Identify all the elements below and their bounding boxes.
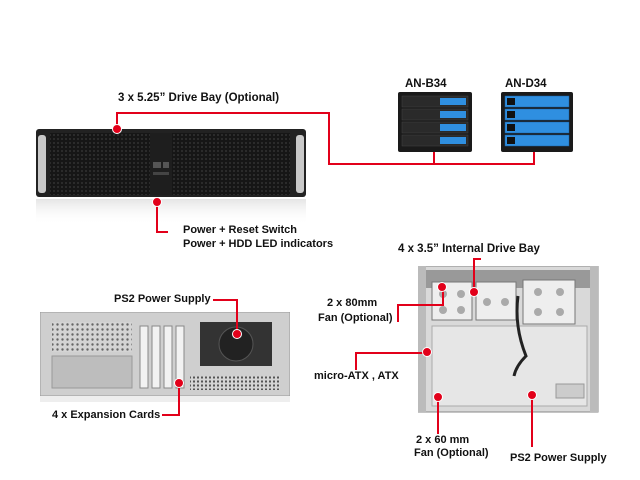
drive-bay-35-marker: [469, 287, 479, 297]
front-chassis-image: [36, 129, 306, 225]
fan-60-optional-label: Fan (Optional): [414, 447, 489, 459]
power-led-label: Power + HDD LED indicators: [183, 238, 334, 250]
power-reset-label: Power + Reset Switch: [183, 224, 298, 236]
drive-bay-525-label: 3 x 5.25” Drive Bay (Optional): [118, 92, 280, 104]
ps2-bottom-label: PS2 Power Supply: [510, 452, 607, 464]
fan-60-label: 2 x 60 mm: [416, 434, 470, 446]
model-an-d34-label: AN-D34: [505, 78, 547, 90]
fan-80-optional-label: Fan (Optional): [318, 312, 393, 324]
model-an-b34-label: AN-B34: [405, 78, 447, 90]
drive-cage-an-b34-image: [398, 92, 472, 152]
drive-bay-525-marker: [112, 124, 122, 134]
micro-atx-label: micro-ATX , ATX: [314, 370, 399, 382]
ps2-top-marker: [232, 329, 242, 339]
ps2-bottom-marker: [527, 390, 537, 400]
ps2-top-label: PS2 Power Supply: [114, 293, 211, 305]
motherboard-marker: [422, 347, 432, 357]
interior-chassis-image: [418, 266, 599, 413]
fan-60-marker: [433, 392, 443, 402]
expansion-label: 4 x Expansion Cards: [52, 409, 161, 421]
rear-chassis-image: [40, 312, 290, 402]
drive-bay-35-label: 4 x 3.5” Internal Drive Bay: [398, 243, 540, 255]
fan-80-label: 2 x 80mm: [327, 297, 378, 309]
power-switch-marker: [152, 197, 162, 207]
drive-cage-an-d34-image: [501, 92, 573, 152]
fan-80-marker: [437, 282, 447, 292]
expansion-marker: [174, 378, 184, 388]
